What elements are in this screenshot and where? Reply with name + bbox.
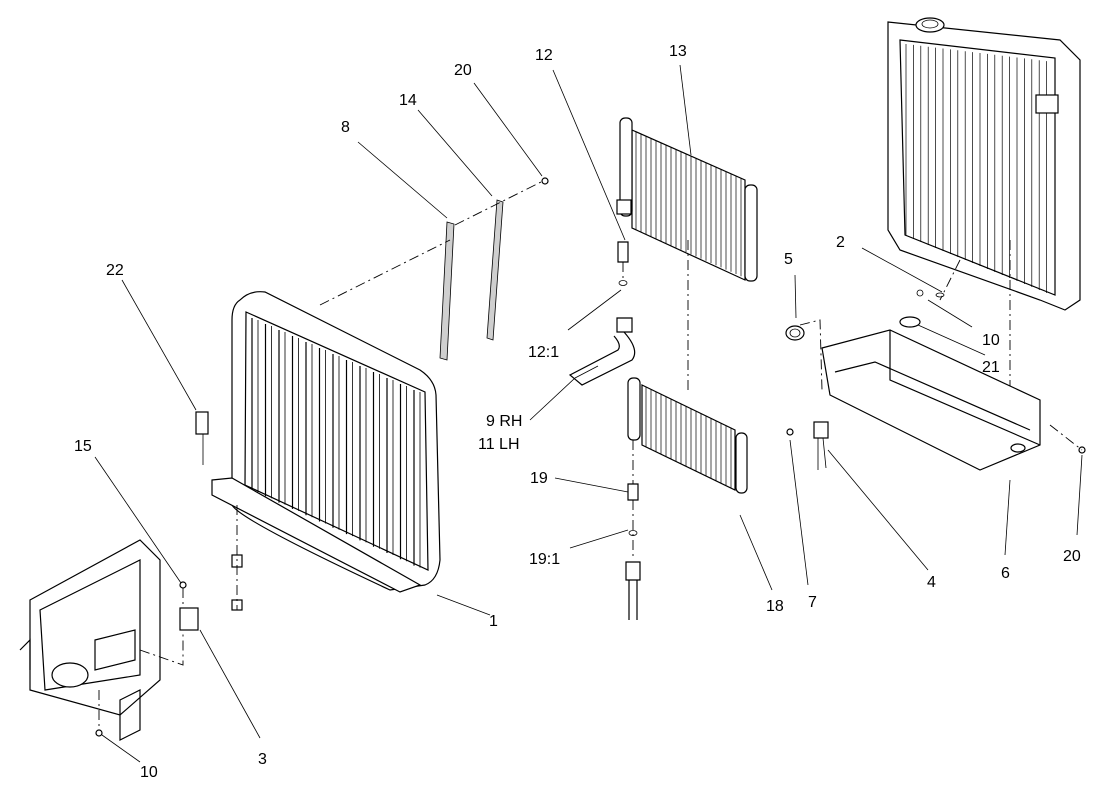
spacer — [231, 554, 243, 611]
callout-12: 12 — [535, 47, 553, 64]
radiator-core — [887, 17, 1081, 420]
relay-3 — [179, 607, 199, 631]
callout-19-1: 19:1 — [529, 551, 560, 568]
callout-9-rh: 9 RH — [486, 413, 522, 430]
callout-7: 7 — [808, 594, 817, 611]
callout-21: 21 — [982, 359, 1000, 376]
callout-14: 14 — [399, 92, 417, 109]
callout-10-bottom: 10 — [140, 764, 158, 781]
callout-2: 2 — [836, 234, 845, 251]
leader-lines — [94, 64, 1083, 763]
oil-cooler-13 — [616, 117, 758, 282]
callout-22: 22 — [106, 262, 124, 279]
seal-strip-14 — [486, 199, 504, 341]
oil-cooler-18 — [627, 377, 748, 494]
switch-22 — [195, 411, 209, 465]
callout-3: 3 — [258, 751, 267, 768]
callout-5: 5 — [784, 251, 793, 268]
nut-10-bottom — [95, 729, 103, 737]
washer-2-10 — [916, 289, 945, 298]
screw-7 — [786, 428, 794, 436]
bracket-6 — [821, 316, 1041, 471]
callout-15: 15 — [74, 438, 92, 455]
callout-11-lh: 11 LH — [478, 436, 520, 453]
callout-18: 18 — [766, 598, 784, 615]
grille — [211, 291, 441, 593]
callout-8: 8 — [341, 119, 350, 136]
callout-20-top: 20 — [454, 62, 472, 79]
callout-labels: 1 2 3 4 5 6 7 8 9 RH 11 LH 10 10 12 12:1… — [74, 43, 1081, 781]
fitting-12 — [616, 241, 633, 333]
callout-13: 13 — [669, 43, 687, 60]
callout-19: 19 — [530, 470, 548, 487]
callout-20-right: 20 — [1063, 548, 1081, 565]
callout-12-1: 12:1 — [528, 344, 559, 361]
fitting-19 — [625, 483, 641, 620]
lower-bracket — [19, 539, 161, 741]
relay-4 — [813, 421, 829, 470]
hose-9-11 — [568, 331, 636, 386]
callout-4: 4 — [927, 574, 936, 591]
callout-1: 1 — [489, 613, 498, 630]
screw-20-top — [541, 177, 549, 185]
seal-strip-8 — [439, 221, 455, 361]
callout-6: 6 — [1001, 565, 1010, 582]
callout-10-right: 10 — [982, 332, 1000, 349]
cap-5 — [785, 325, 805, 341]
